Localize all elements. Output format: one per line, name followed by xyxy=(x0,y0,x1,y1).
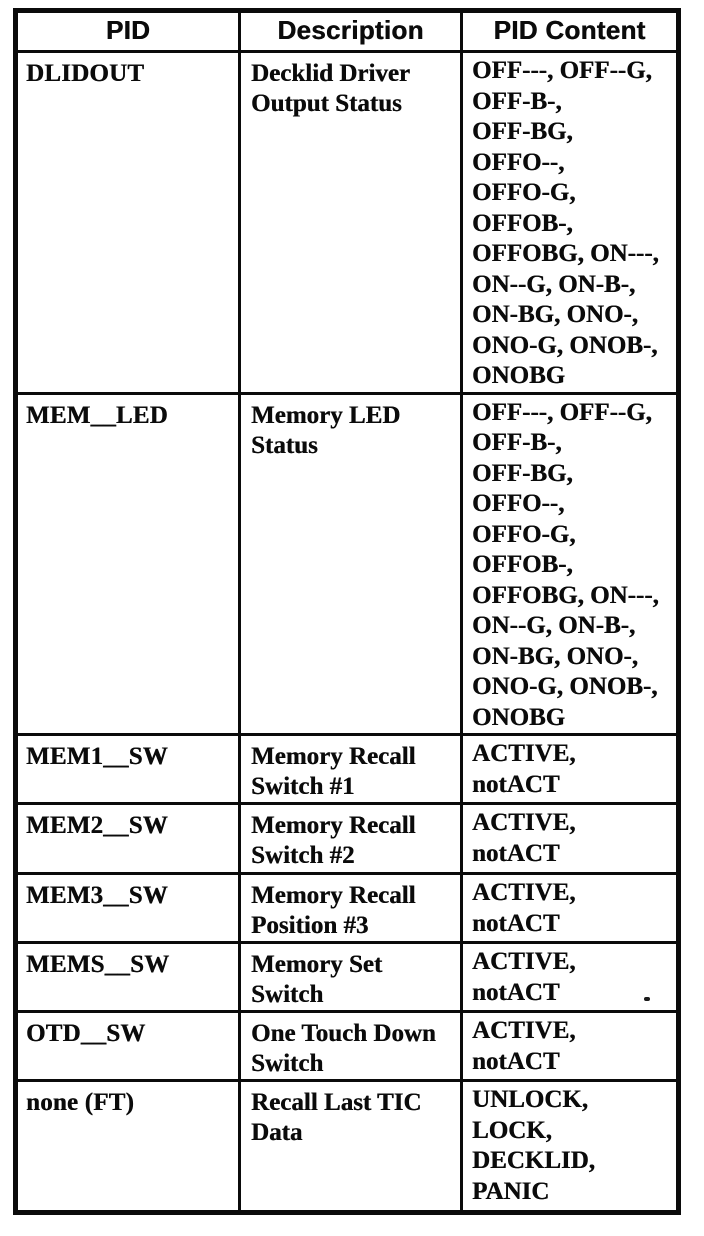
cell-pid: MEMS__SW xyxy=(14,941,241,1013)
cell-content: ACTIVE, notACT xyxy=(460,1010,680,1082)
header-row: PID Description PID Content xyxy=(14,9,680,53)
cell-description: Memory Recall Position #3 xyxy=(238,872,463,944)
cell-description: One Touch Down Switch xyxy=(238,1010,463,1082)
cell-content: ACTIVE, notACT xyxy=(460,941,680,1013)
cell-content: ACTIVE, notACT xyxy=(460,802,680,875)
cell-content: ACTIVE, notACT xyxy=(460,872,680,944)
cell-description: Memory Recall Switch #2 xyxy=(238,802,463,875)
table-row: MEM1__SW Memory Recall Switch #1 ACTIVE,… xyxy=(14,733,680,805)
cell-description: Memory Recall Switch #1 xyxy=(238,733,463,805)
table-row: none (FT) Recall Last TIC Data UNLOCK, L… xyxy=(14,1079,680,1214)
table-row: OTD__SW One Touch Down Switch ACTIVE, no… xyxy=(14,1010,680,1082)
cell-pid: DLIDOUT xyxy=(14,50,241,395)
scan-artifact xyxy=(644,997,650,1001)
cell-content: UNLOCK, LOCK, DECKLID, PANIC xyxy=(460,1079,680,1214)
pid-table-body: DLIDOUT Decklid Driver Output Status OFF… xyxy=(14,50,680,1214)
table-row: DLIDOUT Decklid Driver Output Status OFF… xyxy=(14,50,680,395)
cell-description: Memory Set Switch xyxy=(238,941,463,1013)
cell-pid: OTD__SW xyxy=(14,1010,241,1082)
cell-pid: MEM__LED xyxy=(14,391,241,736)
cell-content: OFF---, OFF--G, OFF-B-, OFF-BG, OFFO--, … xyxy=(460,50,680,395)
cell-description: Decklid Driver Output Status xyxy=(238,50,463,395)
cell-pid: MEM1__SW xyxy=(14,733,241,805)
pid-table: PID Description PID Content DLIDOUT Deck… xyxy=(13,8,681,1215)
cell-pid: MEM2__SW xyxy=(14,802,241,875)
cell-pid: MEM3__SW xyxy=(14,872,241,944)
column-header-pid: PID xyxy=(14,9,241,53)
cell-description: Recall Last TIC Data xyxy=(238,1079,463,1214)
table-row: MEM3__SW Memory Recall Position #3 ACTIV… xyxy=(14,872,680,944)
table-row: MEM__LED Memory LED Status OFF---, OFF--… xyxy=(14,391,680,736)
column-header-description: Description xyxy=(238,9,463,53)
column-header-pid-content: PID Content xyxy=(460,9,680,53)
table-row: MEM2__SW Memory Recall Switch #2 ACTIVE,… xyxy=(14,802,680,875)
cell-content: ACTIVE, notACT xyxy=(460,733,680,805)
pid-table-header: PID Description PID Content xyxy=(14,9,680,53)
cell-pid: none (FT) xyxy=(14,1079,241,1214)
cell-description: Memory LED Status xyxy=(238,391,463,736)
cell-content: OFF---, OFF--G, OFF-B-, OFF-BG, OFFO--, … xyxy=(460,391,680,736)
table-row: MEMS__SW Memory Set Switch ACTIVE, notAC… xyxy=(14,941,680,1013)
